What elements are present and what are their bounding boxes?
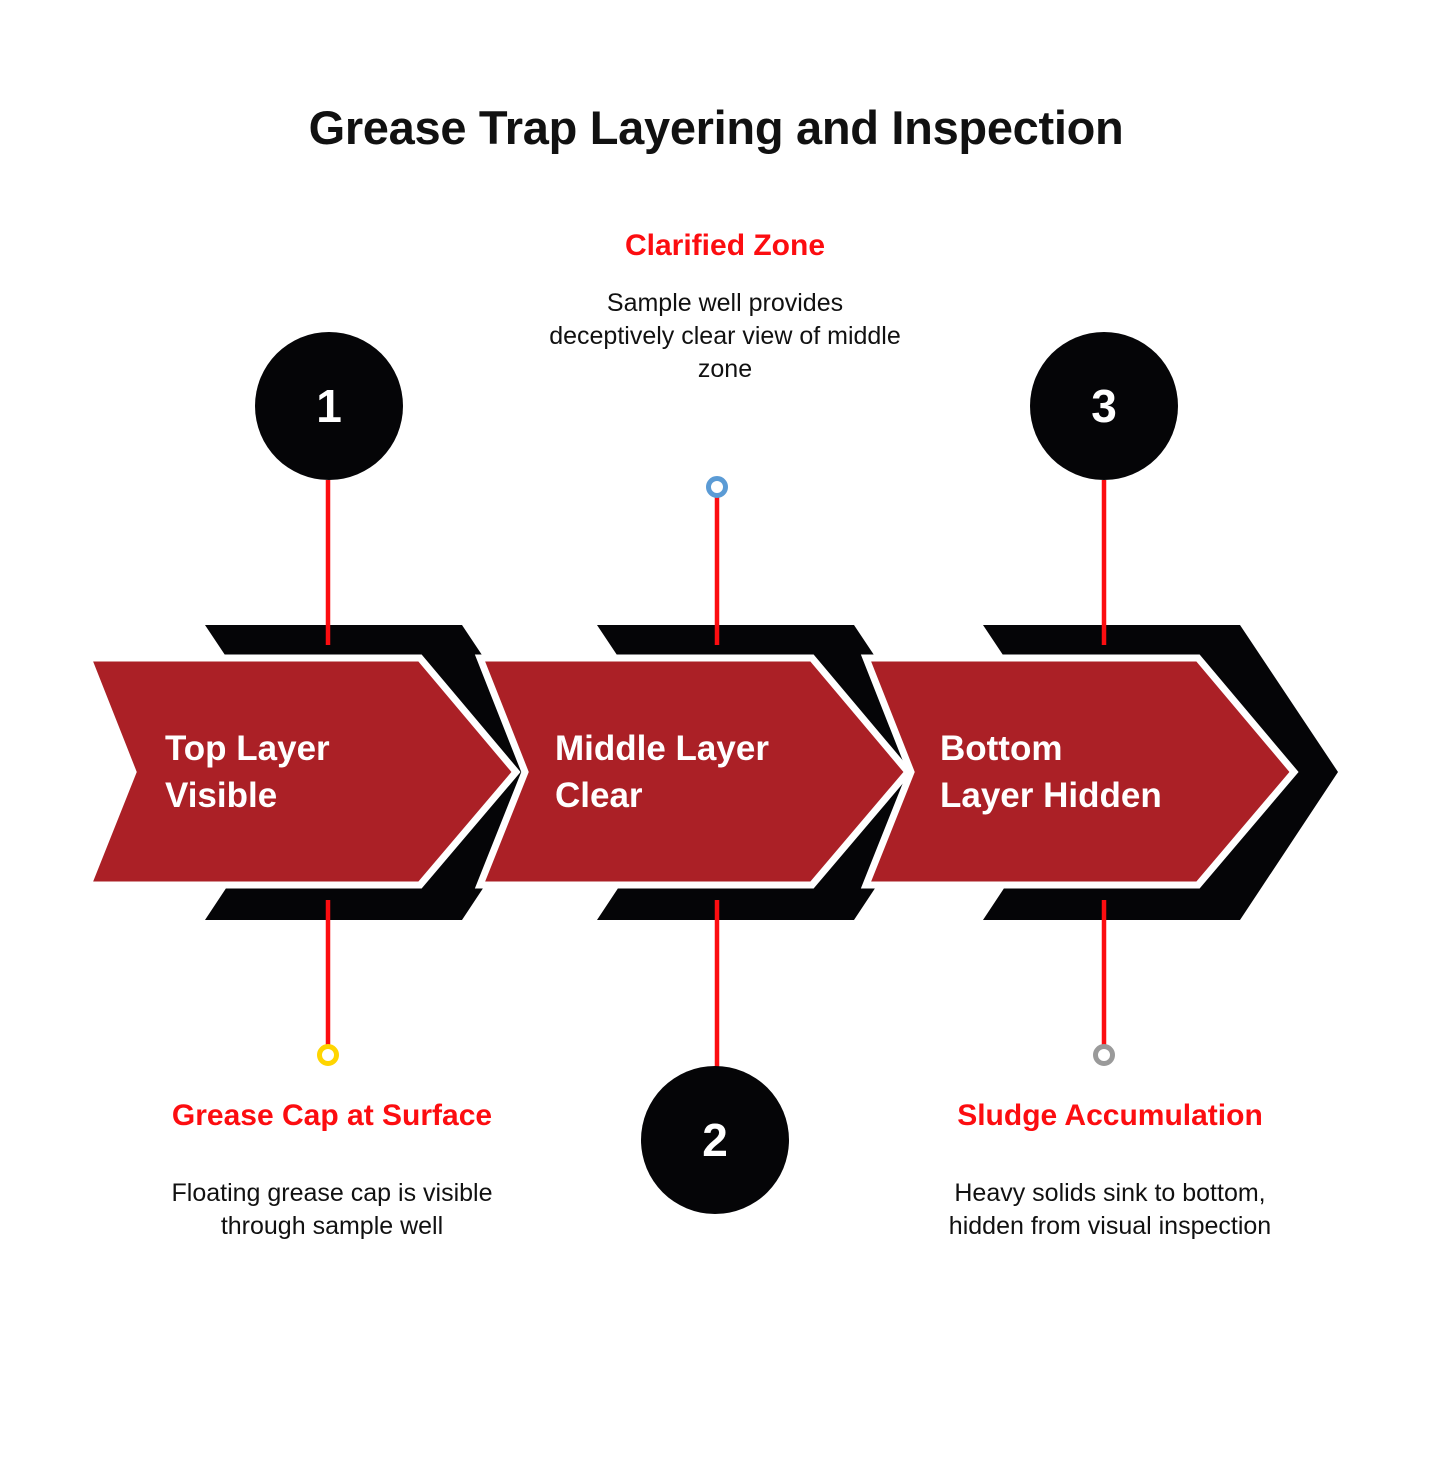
callout-heading-grease-cap: Grease Cap at Surface bbox=[171, 1099, 493, 1132]
chevron-step-1[interactable] bbox=[82, 654, 521, 889]
chevron-label-step-3: Bottom Layer Hidden bbox=[940, 729, 1162, 815]
callout-grease-cap: Grease Cap at Surface Floating grease ca… bbox=[148, 1098, 516, 1243]
gray-ring-marker bbox=[1093, 1044, 1115, 1066]
callout-heading-clarified-zone: Clarified Zone bbox=[624, 229, 826, 262]
yellow-ring-marker bbox=[317, 1044, 339, 1066]
callout-body-grease-cap: Floating grease cap is visible through s… bbox=[171, 1178, 493, 1240]
callout-heading-sludge-accumulation: Sludge Accumulation bbox=[957, 1099, 1263, 1132]
step-number-badge-3[interactable]: 3 bbox=[1030, 332, 1178, 480]
step-number-badge-1[interactable]: 1 bbox=[255, 332, 403, 480]
blue-ring-marker bbox=[706, 476, 728, 498]
callout-clarified-zone: Clarified Zone Sample well provides dece… bbox=[545, 228, 905, 386]
step-number-badge-2[interactable]: 2 bbox=[641, 1066, 789, 1214]
page-title: Grease Trap Layering and Inspection bbox=[308, 101, 1124, 154]
callout-body-clarified-zone: Sample well provides deceptively clear v… bbox=[549, 288, 901, 384]
step-number-2: 2 bbox=[702, 1114, 728, 1166]
chevron-step-3[interactable] bbox=[860, 654, 1299, 889]
chevron-label-step-1: Top Layer Visible bbox=[165, 729, 330, 815]
chevron-step-2[interactable] bbox=[474, 654, 913, 889]
connector-group bbox=[325, 480, 1107, 1068]
marker-group bbox=[317, 476, 1115, 1066]
callout-body-sludge-accumulation: Heavy solids sink to bottom, hidden from… bbox=[948, 1178, 1272, 1240]
callout-sludge-accumulation: Sludge Accumulation Heavy solids sink to… bbox=[930, 1098, 1290, 1243]
step-number-3: 3 bbox=[1091, 380, 1117, 432]
step-number-1: 1 bbox=[316, 380, 342, 432]
chevron-label-step-2: Middle Layer Clear bbox=[555, 729, 769, 815]
chevron-group bbox=[82, 654, 1299, 889]
